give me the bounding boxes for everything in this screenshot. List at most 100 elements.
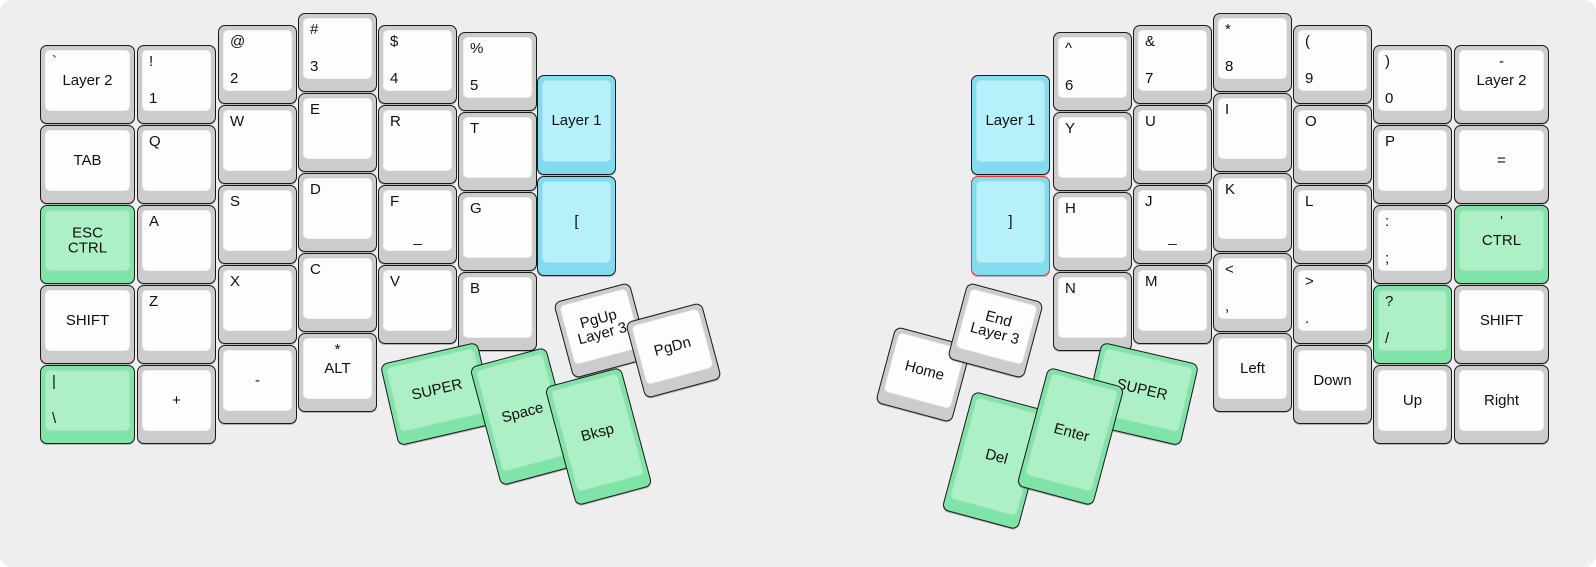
key-shift[interactable]: SHIFT bbox=[40, 285, 135, 364]
key-3[interactable]: #3 bbox=[298, 13, 377, 92]
key-a[interactable]: A bbox=[137, 205, 216, 284]
key-f-legend-top: F bbox=[390, 193, 400, 210]
key-1-cap: !1 bbox=[142, 50, 211, 111]
key-semicolon-legend-bottom: ; bbox=[1385, 250, 1390, 268]
key-e[interactable]: E bbox=[298, 93, 377, 172]
key-slash[interactable]: ?/ bbox=[1373, 285, 1452, 364]
key-o-cap: O bbox=[1298, 110, 1367, 171]
key-plus[interactable]: + bbox=[137, 365, 216, 444]
key-c[interactable]: C bbox=[298, 253, 377, 332]
key-bracket-right[interactable]: ] bbox=[971, 176, 1050, 276]
key-o[interactable]: O bbox=[1293, 105, 1372, 184]
key-z[interactable]: Z bbox=[137, 285, 216, 364]
key-n[interactable]: N bbox=[1053, 272, 1132, 351]
key-c-cap: C bbox=[303, 258, 372, 319]
key-d[interactable]: D bbox=[298, 173, 377, 252]
key-1[interactable]: !1 bbox=[137, 45, 216, 124]
key-semicolon[interactable]: :; bbox=[1373, 205, 1452, 284]
key-enter-cap: Enter bbox=[1024, 372, 1119, 493]
key-slash-cap: ?/ bbox=[1378, 290, 1447, 351]
key-shift-right[interactable]: SHIFT bbox=[1454, 285, 1549, 364]
key-bracket-left[interactable]: [ bbox=[537, 176, 616, 276]
key-p-cap: P bbox=[1378, 130, 1447, 191]
key-minus[interactable]: - bbox=[218, 345, 297, 424]
key-period[interactable]: >. bbox=[1293, 265, 1372, 344]
key-i[interactable]: I bbox=[1213, 93, 1292, 172]
key-layer1-right-cap: Layer 1 bbox=[976, 80, 1045, 162]
key-4[interactable]: $4 bbox=[378, 25, 457, 104]
key-minus-layer2-cap: -Layer 2 bbox=[1459, 50, 1544, 111]
key-k[interactable]: K bbox=[1213, 173, 1292, 252]
key-v[interactable]: V bbox=[378, 265, 457, 344]
key-bksp[interactable]: Bksp bbox=[544, 366, 653, 507]
key-l-cap: L bbox=[1298, 190, 1367, 251]
key-pipe-backslash[interactable]: |\ bbox=[40, 365, 135, 444]
key-quote-ctrl[interactable]: 'CTRL bbox=[1454, 205, 1549, 284]
key-n-cap: N bbox=[1058, 277, 1127, 338]
key-home-legend-label: Home bbox=[903, 356, 947, 384]
key-d-legend-top: D bbox=[310, 181, 321, 198]
key-slash-legend-bottom: / bbox=[1385, 330, 1390, 348]
key-3-cap: #3 bbox=[303, 18, 372, 79]
key-pgdn-cap: PgDn bbox=[631, 308, 714, 386]
key-g[interactable]: G bbox=[458, 192, 537, 271]
key-4-legend-top: $ bbox=[390, 33, 399, 50]
key-x[interactable]: X bbox=[218, 265, 297, 344]
key-tab[interactable]: TAB bbox=[40, 125, 135, 204]
key-l[interactable]: L bbox=[1293, 185, 1372, 264]
key-2[interactable]: @2 bbox=[218, 25, 297, 104]
key-pgdn[interactable]: PgDn bbox=[625, 302, 722, 399]
key-minus-layer2[interactable]: -Layer 2 bbox=[1454, 45, 1549, 124]
key-s-cap: S bbox=[223, 190, 292, 251]
key-shift-right-legend-center: SHIFT bbox=[1479, 311, 1524, 329]
key-j[interactable]: J_ bbox=[1133, 185, 1212, 264]
key-comma[interactable]: <, bbox=[1213, 253, 1292, 332]
key-2-legend-bottom: 2 bbox=[230, 70, 239, 88]
key-0[interactable]: )0 bbox=[1373, 45, 1452, 124]
key-h[interactable]: H bbox=[1053, 192, 1132, 271]
key-q[interactable]: Q bbox=[137, 125, 216, 204]
key-layer1-left[interactable]: Layer 1 bbox=[537, 75, 616, 175]
key-0-legend-bottom: 0 bbox=[1385, 90, 1394, 108]
key-8[interactable]: *8 bbox=[1213, 13, 1292, 92]
key-equal[interactable]: = bbox=[1454, 125, 1549, 204]
key-enter[interactable]: Enter bbox=[1016, 366, 1125, 507]
key-t-cap: T bbox=[463, 117, 532, 178]
key-6-cap: ^6 bbox=[1058, 37, 1127, 98]
key-8-cap: *8 bbox=[1218, 18, 1287, 79]
key-7-legend-top: & bbox=[1145, 33, 1156, 50]
key-down[interactable]: Down bbox=[1293, 345, 1372, 424]
key-alt[interactable]: *ALT bbox=[298, 333, 377, 412]
key-grave-layer2[interactable]: `Layer 2 bbox=[40, 45, 135, 124]
key-p-legend-top: P bbox=[1385, 133, 1396, 150]
key-f[interactable]: F_ bbox=[378, 185, 457, 264]
key-s[interactable]: S bbox=[218, 185, 297, 264]
key-r[interactable]: R bbox=[378, 105, 457, 184]
key-pgdn-legend-label: PgDn bbox=[652, 333, 693, 360]
key-layer1-right[interactable]: Layer 1 bbox=[971, 75, 1050, 175]
key-up[interactable]: Up bbox=[1373, 365, 1452, 444]
key-space-legend-label: Space bbox=[499, 398, 546, 426]
key-alt-legend-center: ALT bbox=[324, 359, 351, 377]
key-1-legend-top: ! bbox=[149, 53, 154, 70]
key-6[interactable]: ^6 bbox=[1053, 32, 1132, 111]
key-left[interactable]: Left bbox=[1213, 333, 1292, 412]
key-m[interactable]: M bbox=[1133, 265, 1212, 344]
key-right[interactable]: Right bbox=[1454, 365, 1549, 444]
key-b[interactable]: B bbox=[458, 272, 537, 351]
key-p[interactable]: P bbox=[1373, 125, 1452, 204]
key-t[interactable]: T bbox=[458, 112, 537, 191]
key-7[interactable]: &7 bbox=[1133, 25, 1212, 104]
key-u[interactable]: U bbox=[1133, 105, 1212, 184]
key-x-legend-top: X bbox=[230, 273, 241, 290]
key-quote-ctrl-cap: 'CTRL bbox=[1459, 210, 1544, 271]
key-y[interactable]: Y bbox=[1053, 112, 1132, 191]
key-w[interactable]: W bbox=[218, 105, 297, 184]
key-j-legend-bottom-center: _ bbox=[1168, 229, 1177, 247]
key-5[interactable]: %5 bbox=[458, 32, 537, 111]
key-9[interactable]: (9 bbox=[1293, 25, 1372, 104]
